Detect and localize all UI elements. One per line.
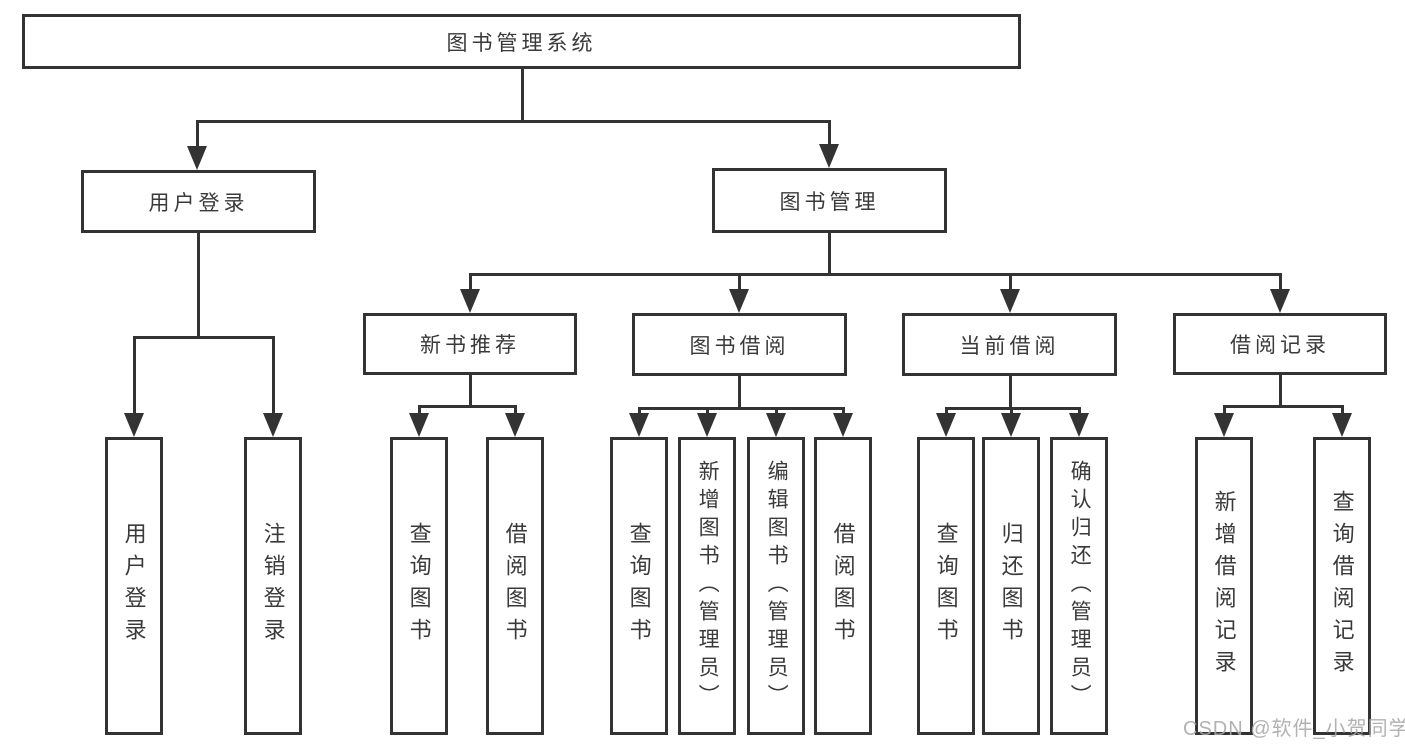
node-new-book-recommend-label: 新书推荐 [420,334,520,357]
arrowhead-icon [1069,413,1089,437]
leaf-label: 用户登录 [121,522,147,650]
arrowhead-icon [409,413,429,437]
node-leaf-bb-borrow-book: 借阅图书 [814,437,872,735]
connector-bus [418,405,517,408]
node-leaf-bb-add-book-admin: 新增图书（管理员） [678,437,736,735]
node-current-borrowing-label: 当前借阅 [959,334,1060,358]
node-leaf-nbr-query-book: 查询图书 [390,437,448,735]
connector-stem [521,68,524,123]
connector-stem [1279,373,1282,408]
node-leaf-bb-edit-book-admin: 编辑图书（管理员） [747,437,805,735]
arrowhead-icon [1214,413,1234,437]
connector-stem [197,231,200,338]
connector-drop [1341,405,1344,417]
connector-bus [945,407,1081,410]
connector-drop [1078,407,1081,417]
connector-stem [469,373,472,408]
node-leaf-nbr-borrow-book: 借阅图书 [486,437,544,735]
connector-stem [828,231,831,276]
arrowhead-icon [766,413,786,437]
leaf-label: 查询图书 [626,522,652,650]
node-user-login: 用户登录 [81,170,316,233]
arrowhead-icon [1000,289,1020,313]
arrowhead-icon [629,413,649,437]
arrowhead-icon [1001,413,1021,437]
node-leaf-bb-query-book: 查询图书 [610,437,668,735]
leaf-label: 借阅图书 [502,522,528,650]
node-leaf-user-login: 用户登录 [105,437,163,735]
node-book-management: 图书管理 [712,168,947,233]
connector-drop [1279,273,1282,292]
node-leaf-cb-confirm-return-admin: 确认归还（管理员） [1050,437,1108,735]
connector-drop [196,120,199,150]
node-leaf-br-query-record: 查询借阅记录 [1313,437,1371,735]
connector-bus [133,336,275,339]
leaf-label: 查询图书 [933,522,959,650]
node-leaf-br-add-record: 新增借阅记录 [1195,437,1253,735]
node-borrow-records: 借阅记录 [1173,313,1387,375]
connector-drop [514,405,517,417]
leaf-label: 归还图书 [998,522,1024,650]
leaf-label: 注销登录 [260,522,286,650]
node-borrow-records-label: 借阅记录 [1230,334,1330,357]
connector-drop [133,336,136,416]
node-book-management-label: 图书管理 [779,190,880,214]
arrowhead-icon [460,289,480,313]
connector-drop [945,407,948,417]
connector-bus [469,273,1281,276]
node-root: 图书管理系统 [22,14,1021,69]
connector-stem [1009,374,1012,410]
leaf-label: 查询图书 [406,522,432,650]
connector-bus [1223,405,1344,408]
connector-bus [638,407,844,410]
arrowhead-icon [1270,289,1290,313]
leaf-label: 新增借阅记录 [1211,490,1237,682]
connector-drop [418,405,421,417]
leaf-label: 借阅图书 [830,522,856,650]
arrowhead-icon [124,413,144,437]
connector-drop [638,407,641,417]
arrowhead-icon [819,144,839,168]
node-leaf-cb-query-book: 查询图书 [917,437,975,735]
node-new-book-recommend: 新书推荐 [363,313,577,375]
leaf-label: 确认归还（管理员） [1068,460,1092,712]
arrowhead-icon [505,413,525,437]
arrowhead-icon [936,413,956,437]
leaf-label: 新增图书（管理员） [696,460,720,712]
arrowhead-icon [1332,413,1352,437]
connector-drop [272,336,275,416]
connector-drop [1009,273,1012,292]
connector-stem [738,374,741,410]
arrowhead-icon [263,413,283,437]
arrowhead-icon [729,289,749,313]
node-book-borrowing: 图书借阅 [632,313,847,376]
leaf-label: 编辑图书（管理员） [765,460,789,712]
node-root-label: 图书管理系统 [446,31,597,55]
connector-drop [706,407,709,417]
watermark: CSDN @软件_小贺同学 [1183,718,1405,740]
connector-drop [1010,407,1013,417]
connector-bus [196,120,831,123]
arrowhead-icon [187,146,207,170]
connector-drop [842,407,845,417]
arrowhead-icon [833,413,853,437]
connector-drop [1223,405,1226,417]
node-leaf-cb-return-book: 归还图书 [982,437,1040,735]
node-current-borrowing: 当前借阅 [902,313,1117,376]
connector-drop [828,120,831,148]
node-book-borrowing-label: 图书借阅 [689,334,790,358]
leaf-label: 查询借阅记录 [1329,490,1355,682]
node-user-login-label: 用户登录 [148,191,249,215]
connector-drop [738,273,741,292]
arrowhead-icon [697,413,717,437]
connector-drop [469,273,472,292]
node-leaf-logout: 注销登录 [244,437,302,735]
connector-drop [775,407,778,417]
